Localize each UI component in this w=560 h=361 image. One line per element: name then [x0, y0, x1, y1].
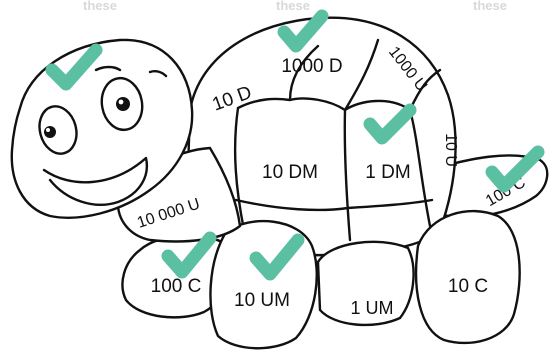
label-shell-top: 1000 D [281, 56, 342, 77]
label-shell-center-right: 1 DM [365, 162, 410, 183]
label-rear-belly: 1 UM [350, 298, 393, 318]
watermark-3: these [473, 0, 507, 13]
label-back-leg: 10 C [448, 276, 488, 297]
left-pupil [44, 126, 56, 138]
watermark-1: these [83, 0, 117, 13]
label-shell-right-edge: 10 U [442, 133, 459, 167]
label-shell-center-left: 10 DM [262, 162, 318, 183]
label-front-leg: 10 UM [234, 290, 290, 311]
right-pupil [116, 97, 130, 111]
label-front-left-leg: 100 C [151, 276, 202, 297]
watermark-2: these [276, 0, 310, 13]
